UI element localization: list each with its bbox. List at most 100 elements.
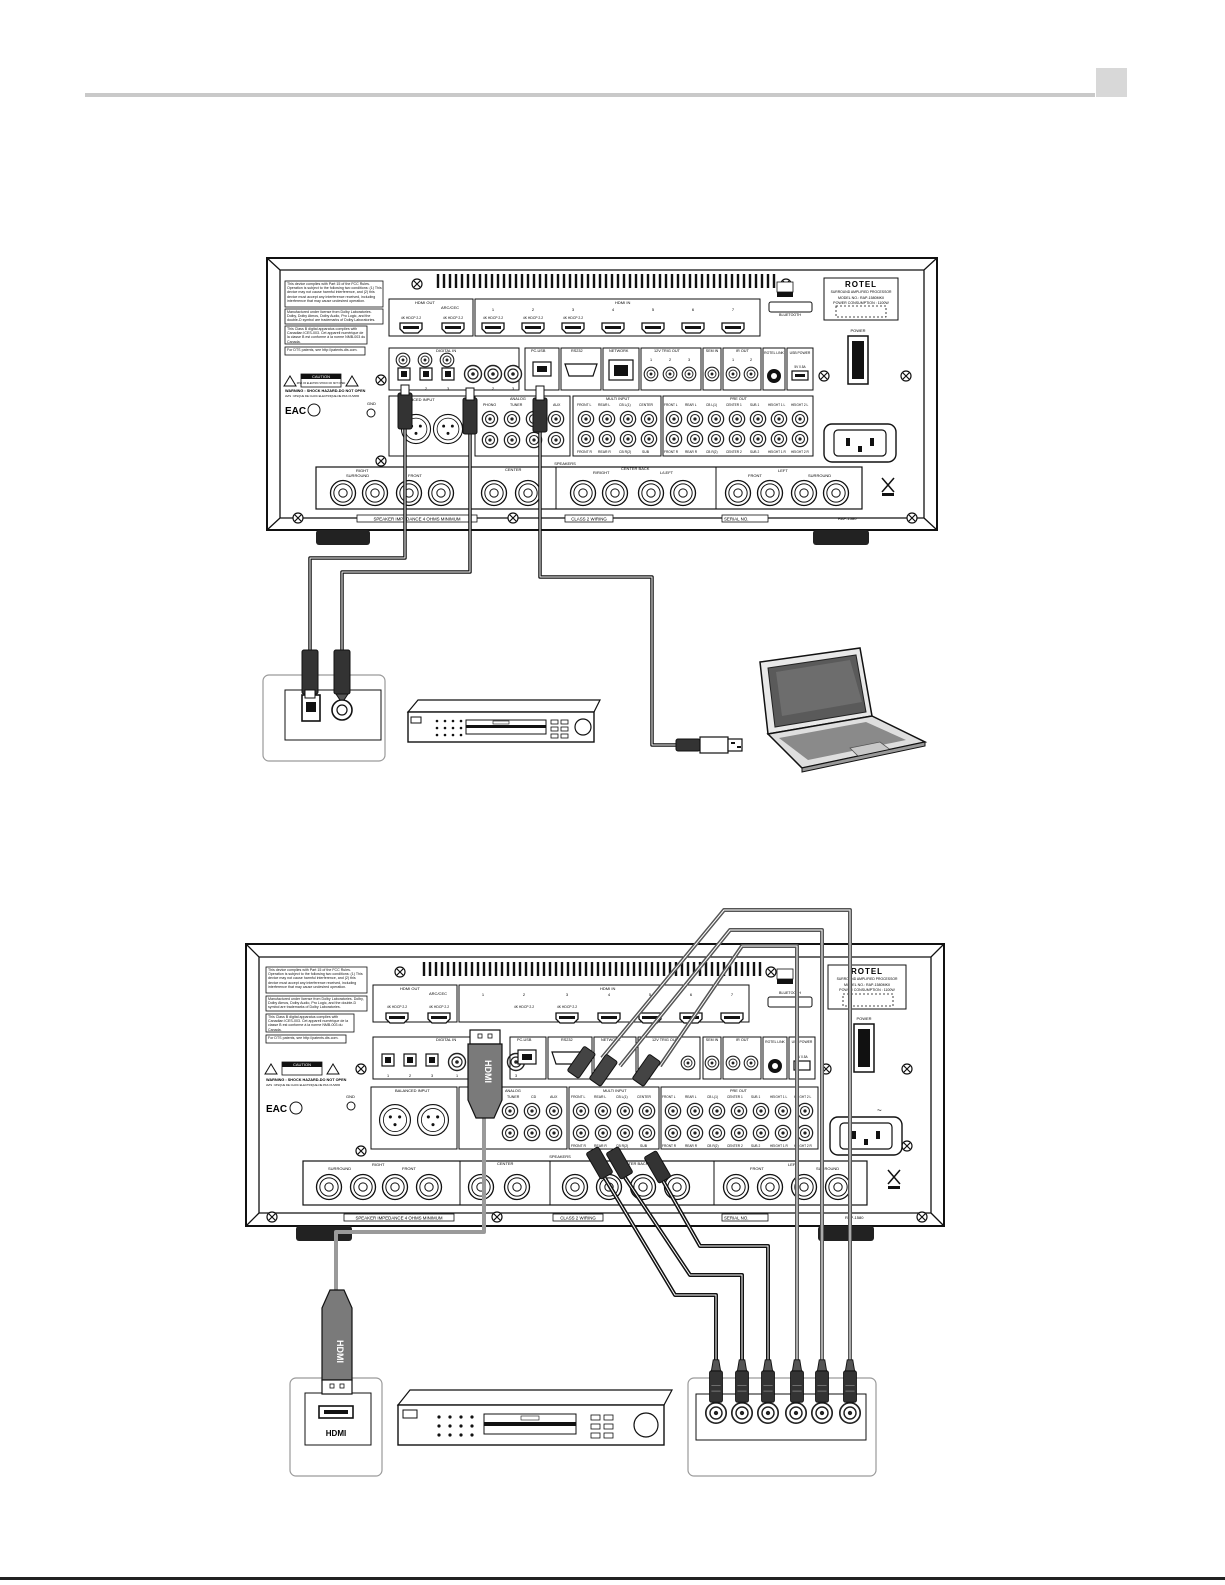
pre-out-label-2: PRE OUT — [730, 1089, 748, 1093]
ir-1-num: 1 — [732, 358, 734, 362]
pre-out-label: PRE OUT — [730, 397, 748, 401]
product-name-2: SURROUND AMPLIFIED PROCESSOR — [837, 977, 898, 981]
pc-usb-label: PC-USB — [531, 349, 546, 353]
plugs-at-receiver — [397, 384, 548, 435]
rs232-label: RS232 — [571, 349, 583, 353]
hdmi-in-label-2: HDMI IN — [600, 986, 615, 991]
model-label: ROTEL SURROUND AMPLIFIED PROCESSOR MODEL… — [768, 277, 899, 463]
pre2-sub1: SUB 1 — [751, 1095, 760, 1099]
pre2-height2r: HEIGHT 2 R — [794, 1144, 813, 1148]
spk-front-l-label: FRONT — [748, 473, 762, 478]
notice-canada-2: This Class B digital apparatus complies … — [268, 1015, 349, 1032]
bluetooth-label-2: BLUETOOTH — [779, 991, 801, 995]
multi-input-label-2: MULTI INPUT — [603, 1089, 627, 1093]
model-code: RAP-1580 — [838, 516, 857, 521]
notice-dts: For DTS patents, see http://patents.dts.… — [287, 348, 358, 352]
usb-power-label: USB POWER — [790, 351, 811, 355]
pre2-rear-r: REAR R — [685, 1144, 698, 1148]
pre-rear-l: REAR L — [685, 403, 697, 407]
aux-label: AUX — [553, 403, 561, 407]
impedance-label: SPEAKER IMPEDANCE 4 OHMS MINIMUM — [373, 517, 460, 522]
pre2-front-l: FRONT L — [662, 1095, 676, 1099]
hdmi-in-4-num: 4 — [612, 307, 615, 312]
spk-center-back-label: CENTER BACK — [621, 466, 650, 471]
hdmi-out-label-2: HDMI OUT — [400, 986, 420, 991]
pre-height1r: HEIGHT 1 R — [768, 450, 787, 454]
usb-rating-label: 5V 0.5A — [794, 365, 806, 369]
warning-text-2: WARNING : SHOCK HAZARD-DO NOT OPEN — [266, 1078, 347, 1082]
class2-label: CLASS 2 WIRING — [571, 517, 607, 522]
pre-cb-l: CB L(1) — [706, 403, 717, 407]
serial-label-2: SERIAL NO. — [724, 1216, 748, 1221]
rotel-link-label-2: ROTEL LINK — [765, 1040, 785, 1044]
hdmi-port-label: HDMI — [326, 1429, 346, 1438]
multichannel-output-box — [687, 1359, 877, 1477]
warning-text: WARNING : SHOCK HAZARD-DO NOT OPEN — [285, 389, 366, 393]
spk-front-r-label: FRONT — [408, 473, 422, 478]
digital-coax-2: 2 — [492, 387, 494, 391]
serial-label: SERIAL NO. — [724, 517, 748, 522]
pre-center2: CENTER 2 — [726, 450, 742, 454]
balanced-input-label-2: BALANCED INPUT — [395, 1088, 430, 1093]
tuner-label: TUNER — [510, 403, 523, 407]
digital-opt-3: 3 — [447, 387, 449, 391]
analog-label: ANALOG — [510, 397, 526, 401]
power-consumption: POWER CONSUMPTION : 1100W — [833, 301, 889, 305]
balanced-input-label: BALANCED INPUT — [400, 397, 435, 402]
hdmi-in-label: HDMI IN — [615, 300, 630, 305]
network-label: NETWORK — [609, 349, 629, 353]
multi-rear-r: REAR R — [598, 450, 611, 454]
ir-2-num: 2 — [750, 358, 752, 362]
spk2-front-r: FRONT — [402, 1166, 416, 1171]
hdmi-plug-label-top: HDMI — [483, 1060, 493, 1083]
trig-2-num: 2 — [669, 358, 671, 362]
hdcp-label-out1: 4K HDCP 2.2 — [401, 316, 421, 320]
notice-fcc-2: This device complies with Part 15 of the… — [268, 968, 363, 989]
pre2-front-r: FRONT R — [662, 1144, 677, 1148]
hdmi2-in-7-num: 7 — [731, 992, 734, 997]
header-rule — [85, 93, 1095, 97]
vent-slots — [436, 274, 776, 288]
spk-left-label: LEFT — [778, 468, 788, 473]
analog-row-2: BALANCED INPUT ANALOG TUNER CD AUX MULTI — [370, 1086, 819, 1150]
hdcp2-in3: 4K HDCP 2.2 — [557, 1005, 577, 1009]
hdmi-in-3-num: 3 — [572, 307, 575, 312]
hdmi-out-label: HDMI OUT — [415, 300, 435, 305]
pre2-height2l: HEIGHT 2 L — [794, 1095, 812, 1099]
cables-diagram-2 — [334, 908, 852, 1360]
pre-sub1: SUB 1 — [750, 403, 759, 407]
spk-r-right-label: R/RIGHT — [593, 470, 610, 475]
pre-front-l: FRONT L — [664, 403, 678, 407]
source-player-1 — [406, 699, 601, 743]
multi-rear-l: REAR L — [598, 403, 610, 407]
spk2-center: CENTER — [497, 1161, 514, 1166]
arc-label: ARC/CEC — [441, 305, 459, 310]
gnd-terminal: GND — [366, 401, 376, 418]
spk-center-label: CENTER — [505, 467, 522, 472]
regulatory-notices-2: This device complies with Part 15 of the… — [264, 966, 368, 1115]
regulatory-notices: This device complies with Part 15 of the… — [284, 280, 384, 356]
trig-out-label-2: 12V TRIG OUT — [652, 1038, 679, 1042]
pre-height1l: HEIGHT 1 L — [768, 403, 786, 407]
hdmi-in-1-num: 1 — [492, 307, 495, 312]
caution-title: CAUTION — [312, 374, 330, 379]
pre-sub2: SUB 2 — [750, 450, 759, 454]
spk-right-label: RIGHT — [356, 468, 369, 473]
hdmi-plug-label-bottom: HDMI — [335, 1340, 345, 1363]
multi-cb-l: CB L(1) — [619, 403, 631, 407]
pre2-rear-l: REAR L — [685, 1095, 697, 1099]
power-label: POWER — [850, 328, 865, 333]
ac-symbol: ~ — [877, 1106, 882, 1115]
pre2-cb-r: CB R(2) — [707, 1144, 719, 1148]
hdmi-section-2: HDMI OUT ARC/CEC HDMI IN 1 2 3 4 — [372, 984, 750, 1024]
pc-usb-label-2: PC-USB — [517, 1038, 532, 1042]
pre2-sub2: SUB 2 — [751, 1144, 760, 1148]
analog-label-2: ANALOG — [505, 1089, 521, 1093]
multi-sub: SUB — [642, 450, 650, 454]
hdmi-plug-source: HDMI — [321, 1289, 353, 1395]
brand-name-2: ROTEL — [851, 967, 883, 976]
gnd-label: GND — [367, 401, 376, 406]
spk2-surround-l: SURROUND — [816, 1166, 839, 1171]
spk-surround-r-label: SURROUND — [346, 473, 369, 478]
model-number-2: MODEL NO.: RAP-1580MKII — [844, 983, 890, 987]
